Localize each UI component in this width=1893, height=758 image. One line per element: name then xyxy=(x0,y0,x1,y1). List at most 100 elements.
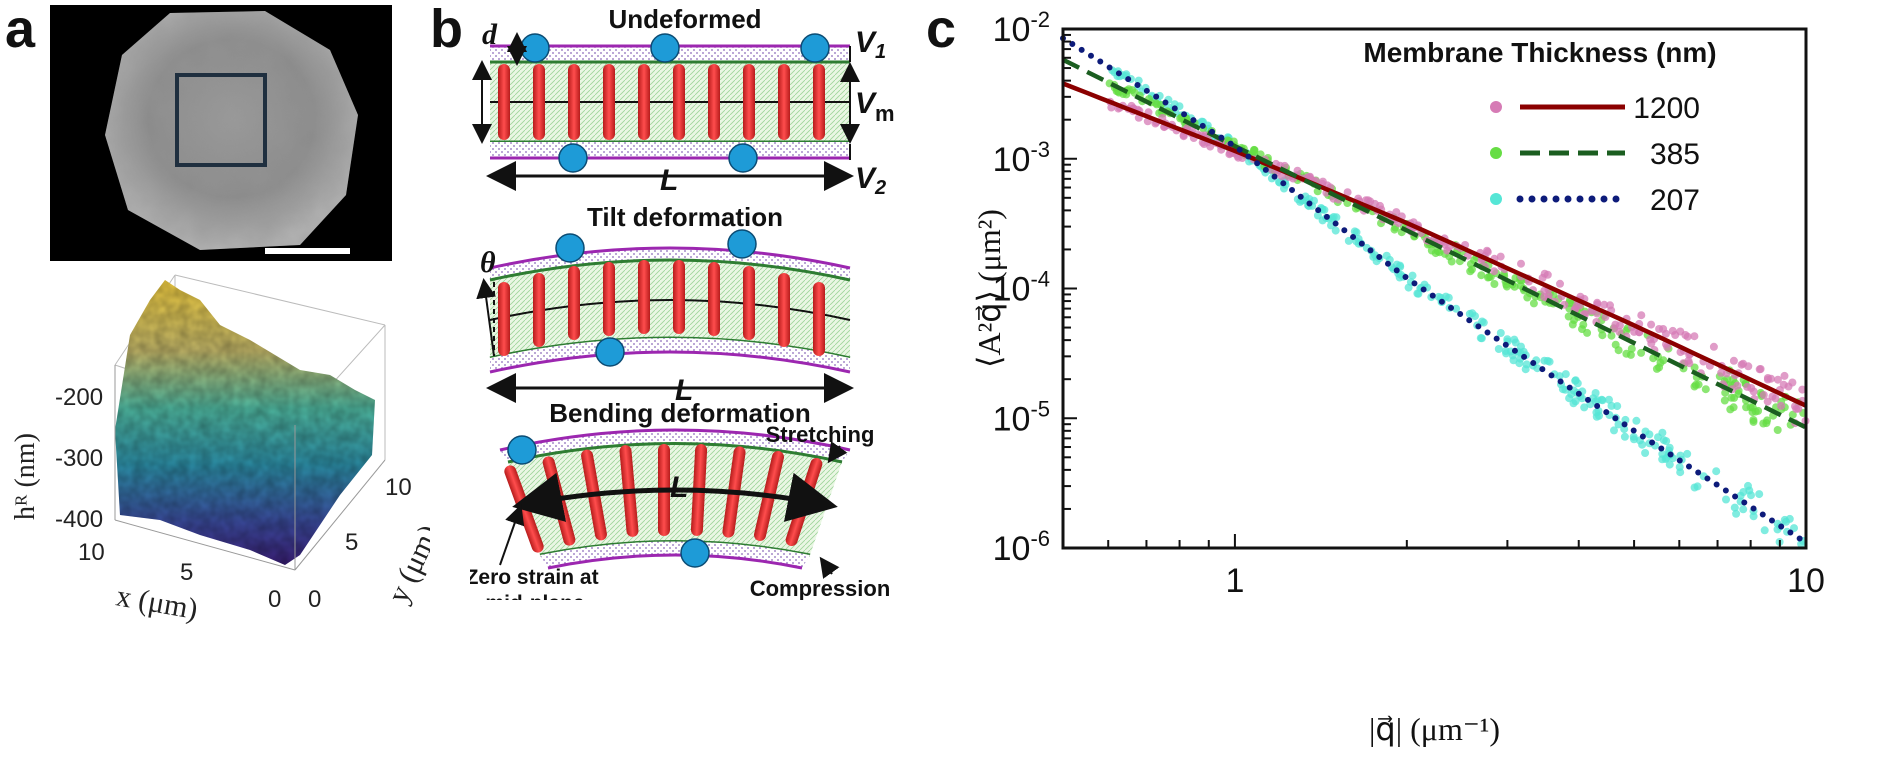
data-point xyxy=(1641,449,1650,457)
data-point xyxy=(1427,246,1436,255)
data-point xyxy=(1277,172,1286,181)
x-axis-label: |q⃗| (μm⁻¹) xyxy=(1369,711,1500,747)
data-point xyxy=(1744,481,1752,490)
data-point xyxy=(1331,226,1340,235)
data-point xyxy=(1477,271,1486,280)
data-point xyxy=(1614,420,1623,429)
L-label-tilt: L xyxy=(675,374,693,407)
y-tick-label: 10-4 xyxy=(993,267,1050,309)
data-point xyxy=(1792,404,1801,413)
y-tick-label: 10-3 xyxy=(993,137,1050,179)
data-point xyxy=(1490,267,1499,276)
data-point xyxy=(1620,425,1629,434)
data-point xyxy=(1496,329,1505,337)
legend-marker xyxy=(1490,147,1502,159)
data-point xyxy=(1759,419,1768,428)
data-point xyxy=(1777,401,1786,410)
data-point xyxy=(1755,490,1764,499)
tilt-title: Tilt deformation xyxy=(587,202,783,232)
data-point xyxy=(1296,197,1305,206)
data-point xyxy=(1654,433,1662,442)
data-point xyxy=(1744,362,1753,371)
data-point xyxy=(1788,410,1797,419)
data-point xyxy=(1571,397,1580,406)
data-point xyxy=(1476,334,1485,343)
Vm-label: Vm xyxy=(855,87,895,126)
data-point xyxy=(1729,403,1738,412)
data-point xyxy=(1343,188,1352,197)
legend-entry: 1200 xyxy=(1633,92,1700,125)
data-point xyxy=(1620,432,1629,441)
data-point xyxy=(1683,449,1692,458)
legend-title: Membrane Thickness (nm) xyxy=(1363,37,1716,68)
data-point xyxy=(1712,467,1721,476)
data-point xyxy=(1583,328,1592,337)
data-point xyxy=(1571,376,1580,385)
V1-label: V1 xyxy=(855,26,886,63)
data-point xyxy=(1701,385,1710,394)
data-point xyxy=(1759,391,1768,399)
d-label: d xyxy=(482,18,498,51)
data-point xyxy=(1637,348,1646,357)
data-point xyxy=(1521,365,1530,374)
data-point xyxy=(1496,252,1505,261)
fit-line-385 xyxy=(1061,57,1807,430)
scale-bar xyxy=(265,248,350,254)
data-point xyxy=(1671,331,1680,339)
undeformed-title: Undeformed xyxy=(608,4,761,34)
region-box xyxy=(175,73,267,167)
data-point xyxy=(1517,259,1525,268)
data-point xyxy=(1519,347,1528,356)
y-tick-label: 10-5 xyxy=(993,396,1050,438)
data-point xyxy=(1645,430,1654,439)
data-point xyxy=(1556,279,1564,288)
legend-marker xyxy=(1490,101,1502,113)
data-point xyxy=(1675,463,1684,472)
data-point xyxy=(1681,331,1690,339)
data-point xyxy=(1709,342,1718,351)
data-point xyxy=(1626,350,1635,359)
legend-entry: 385 xyxy=(1650,138,1700,171)
data-point xyxy=(1755,365,1764,374)
data-point xyxy=(1606,301,1614,310)
data-point xyxy=(1466,260,1475,269)
data-point xyxy=(1502,282,1511,291)
x-tick-label: 1 xyxy=(1225,562,1244,600)
data-point xyxy=(1615,327,1624,336)
data-point xyxy=(1502,349,1511,358)
data-point xyxy=(1780,371,1789,380)
theta-label: θ xyxy=(480,246,496,279)
data-point xyxy=(1652,364,1661,373)
data-point xyxy=(1250,146,1259,155)
data-point xyxy=(1637,311,1646,320)
data-point xyxy=(1579,320,1588,329)
y-tick-label: 10-6 xyxy=(993,526,1050,568)
z-axis-label: hᴿ (nm) xyxy=(10,433,41,520)
data-point xyxy=(1179,132,1188,141)
data-point xyxy=(1730,503,1739,512)
data-point xyxy=(1313,211,1322,220)
data-point xyxy=(1408,271,1417,280)
data-point xyxy=(1610,426,1618,435)
y-tick-label: 10 xyxy=(385,474,412,501)
data-point xyxy=(1788,378,1797,387)
data-point xyxy=(1632,416,1641,425)
data-point xyxy=(1754,406,1763,415)
data-point xyxy=(1490,280,1499,288)
zero-strain-line-2: mid-plane xyxy=(485,592,584,600)
panel-label-a: a xyxy=(5,0,36,59)
data-point xyxy=(1332,213,1341,222)
data-point xyxy=(1798,385,1807,394)
data-point xyxy=(1727,393,1736,402)
data-point xyxy=(1494,345,1503,353)
y-axis-label: ⟨A²q⃗⟩ (μm²) xyxy=(971,209,1007,368)
stretching-label: Stretching xyxy=(766,422,875,447)
L-label-bending: L xyxy=(670,471,688,504)
data-point xyxy=(1658,450,1667,458)
data-point xyxy=(1662,437,1671,446)
data-point xyxy=(1392,208,1401,217)
data-point xyxy=(1509,356,1518,365)
data-point xyxy=(1665,460,1674,469)
data-point xyxy=(1580,403,1589,412)
data-point xyxy=(1479,318,1488,327)
